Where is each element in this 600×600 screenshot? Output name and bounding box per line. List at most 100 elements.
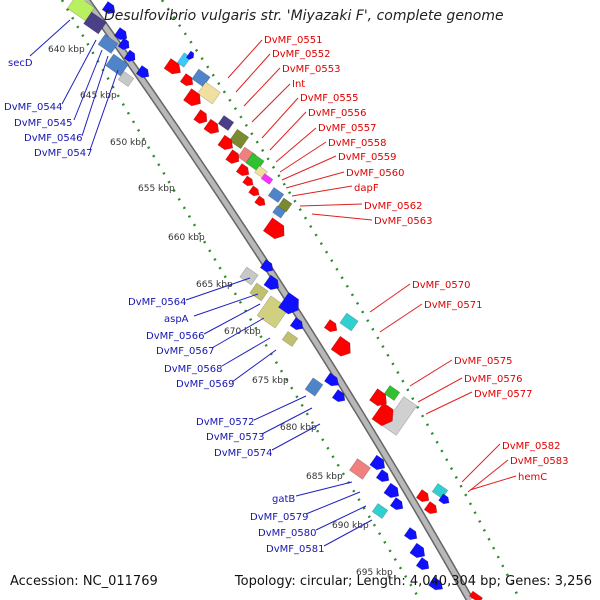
- forward-gene-leader: [285, 171, 345, 189]
- reverse-gene-label: DvMF_0564: [128, 297, 186, 308]
- gene-feature: [185, 50, 195, 60]
- forward-gene-leader: [269, 111, 307, 151]
- gene-feature: [254, 195, 266, 207]
- kbp-label: 690 kbp: [332, 521, 369, 531]
- reverse-gene-leader: [81, 55, 109, 137]
- gene-feature: [83, 11, 107, 35]
- gene-feature: [323, 319, 338, 333]
- forward-gene-label: dapF: [354, 183, 379, 194]
- gene-feature: [403, 527, 418, 541]
- forward-gene-leader: [379, 303, 423, 333]
- kbp-label: 695 kbp: [356, 568, 393, 578]
- gene-feature: [277, 197, 293, 213]
- forward-gene-leader: [235, 53, 271, 93]
- gene-feature: [330, 335, 351, 357]
- forward-gene-label: Int: [292, 79, 305, 90]
- gene-feature: [101, 1, 116, 15]
- reverse-gene-label: DvMF_0566: [146, 331, 204, 342]
- reverse-gene-label: DvMF_0545: [14, 118, 72, 129]
- gene-feature: [203, 118, 220, 135]
- reverse-gene-leader: [73, 49, 103, 121]
- gene-feature: [183, 88, 201, 107]
- forward-gene-leader: [425, 391, 473, 415]
- gene-feature: [427, 576, 444, 591]
- reverse-gene-label: DvMF_0569: [176, 379, 234, 390]
- forward-gene-label: DvMF_0551: [264, 35, 322, 46]
- forward-gene-label: DvMF_0582: [502, 441, 560, 452]
- gene-layer: [60, 0, 522, 600]
- gene-feature: [117, 37, 130, 50]
- kbp-label: 670 kbp: [224, 327, 261, 337]
- gene-feature: [267, 187, 285, 203]
- reverse-gene-label: secD: [8, 58, 33, 69]
- kbp-label: 650 kbp: [110, 138, 147, 148]
- gene-feature: [225, 149, 240, 164]
- gene-feature: [383, 385, 401, 401]
- kbp-label: 660 kbp: [168, 233, 205, 243]
- forward-gene-label: DvMF_0570: [412, 280, 470, 291]
- reverse-gene-leader: [89, 69, 119, 151]
- forward-gene-leader: [261, 97, 299, 139]
- reverse-gene-label: DvMF_0574: [214, 448, 272, 459]
- forward-gene-leader: [369, 283, 411, 313]
- kbp-label: 685 kbp: [306, 472, 343, 482]
- forward-gene-leader: [275, 127, 317, 163]
- gene-feature: [105, 53, 129, 77]
- reverse-gene-label: DvMF_0580: [258, 528, 316, 539]
- forward-gene-label: DvMF_0555: [300, 93, 358, 104]
- forward-gene-leader: [409, 359, 453, 387]
- reverse-gene-label: aspA: [164, 314, 189, 325]
- forward-gene-leader: [291, 185, 353, 197]
- forward-gene-leader: [417, 377, 463, 403]
- forward-gene-label: DvMF_0576: [464, 374, 522, 385]
- reverse-gene-leader: [305, 491, 361, 515]
- gene-feature: [66, 0, 96, 22]
- forward-gene-leader: [469, 475, 517, 491]
- gene-feature: [235, 163, 250, 177]
- gene-feature: [369, 454, 386, 471]
- forward-gene-leader: [281, 155, 337, 181]
- gene-feature: [123, 49, 136, 62]
- gene-feature: [135, 65, 150, 79]
- kbp-label: 675 kbp: [252, 376, 289, 386]
- forward-gene-leader: [227, 39, 263, 79]
- forward-gene-label: DvMF_0562: [364, 201, 422, 212]
- gene-feature: [409, 542, 426, 559]
- reverse-gene-label: DvMF_0581: [266, 544, 324, 555]
- gene-feature: [281, 331, 299, 347]
- reverse-gene-leader: [203, 303, 261, 335]
- forward-gene-label: DvMF_0559: [338, 152, 396, 163]
- reverse-gene-label: DvMF_0544: [4, 102, 62, 113]
- forward-gene-leader: [299, 203, 363, 207]
- accession-text: Accession: NC_011769: [10, 574, 158, 589]
- reverse-gene-leader: [253, 395, 307, 421]
- gene-feature: [371, 503, 389, 519]
- forward-gene-label: DvMF_0557: [318, 123, 376, 134]
- reverse-gene-label: DvMF_0573: [206, 432, 264, 443]
- gene-feature: [272, 205, 286, 219]
- gene-feature: [248, 185, 260, 197]
- map-title: Desulfovibrio vulgaris str. 'Miyazaki F'…: [104, 8, 504, 24]
- reverse-gene-leader: [61, 39, 97, 105]
- gene-feature: [197, 81, 221, 105]
- gene-feature: [371, 402, 394, 427]
- gene-feature: [262, 217, 285, 240]
- gene-feature: [163, 58, 181, 75]
- gene-feature: [249, 282, 269, 302]
- forward-gene-label: hemC: [518, 472, 547, 483]
- reverse-gene-leader: [211, 317, 265, 349]
- kbp-label: 645 kbp: [80, 91, 117, 101]
- gene-feature: [423, 501, 438, 515]
- gene-feature: [228, 128, 250, 150]
- forward-gene-label: DvMF_0577: [474, 389, 532, 400]
- reverse-gene-label: DvMF_0567: [156, 346, 214, 357]
- reverse-gene-label: DvMF_0579: [250, 512, 308, 523]
- gene-feature: [438, 493, 450, 505]
- forward-gene-leader: [467, 459, 509, 493]
- forward-gene-leader: [279, 141, 327, 173]
- reverse-gene-leader: [185, 277, 251, 301]
- reverse-gene-leader: [29, 19, 71, 57]
- gene-feature: [389, 497, 404, 511]
- gene-feature: [259, 259, 274, 273]
- forward-gene-leader: [251, 83, 291, 123]
